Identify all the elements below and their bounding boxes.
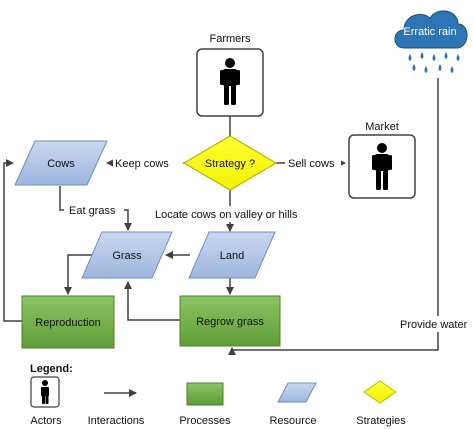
person-icon — [41, 380, 49, 404]
farmers-label: Farmers — [210, 33, 251, 45]
person-icon — [220, 58, 240, 105]
market-label: Market — [365, 121, 399, 133]
grass-to-reproduction-arrow — [64, 254, 100, 295]
raindrops-icon — [408, 52, 460, 73]
person-icon — [372, 143, 392, 190]
eat-grass-label: Eat grass — [69, 205, 116, 217]
legend-process-swatch — [186, 382, 224, 406]
reproduction-process: Reproduction — [21, 295, 115, 349]
grass-resource: Grass — [81, 231, 173, 279]
reproduction-label: Reproduction — [35, 317, 100, 329]
edge-labels: Keep cows Sell cows Eat grass Locate cow… — [64, 155, 474, 332]
market-actor: Market — [348, 121, 416, 199]
cows-label: Cows — [47, 158, 75, 170]
regrow-to-grass-arrow — [124, 281, 180, 321]
keep-cows-label: Keep cows — [115, 158, 169, 170]
legend-resource-label: Resource — [269, 415, 316, 427]
strategy-node: Strategy ? — [182, 135, 278, 191]
regrow-grass-process: Regrow grass — [179, 295, 281, 347]
legend: Legend: Actors Interactions Processes Re… — [30, 363, 406, 427]
legend-strategy-swatch — [363, 380, 397, 404]
locate-cows-label: Locate cows on valley or hills — [155, 209, 298, 221]
strategy-label: Strategy ? — [205, 158, 255, 170]
land-label: Land — [220, 250, 244, 262]
legend-processes-label: Processes — [179, 415, 231, 427]
provide-water-arrow — [228, 78, 439, 355]
cows-resource: Cows — [14, 140, 108, 186]
provide-water-label: Provide water — [400, 319, 468, 331]
erratic-rain-label: Erratic rain — [403, 26, 456, 38]
legend-interactions-label: Interactions — [88, 415, 145, 427]
legend-resource-swatch — [277, 382, 317, 403]
legend-title: Legend: — [30, 363, 73, 375]
land-resource: Land — [188, 231, 276, 279]
regrow-grass-label: Regrow grass — [196, 316, 264, 328]
sell-cows-label: Sell cows — [288, 158, 335, 170]
rain-cloud-icon: Erratic rain — [394, 10, 468, 73]
farmers-actor: Farmers — [196, 33, 264, 117]
legend-strategies-label: Strategies — [356, 415, 406, 427]
reproduction-to-cows-arrow — [3, 159, 22, 322]
legend-actors-label: Actors — [30, 415, 62, 427]
grass-label: Grass — [112, 250, 142, 262]
